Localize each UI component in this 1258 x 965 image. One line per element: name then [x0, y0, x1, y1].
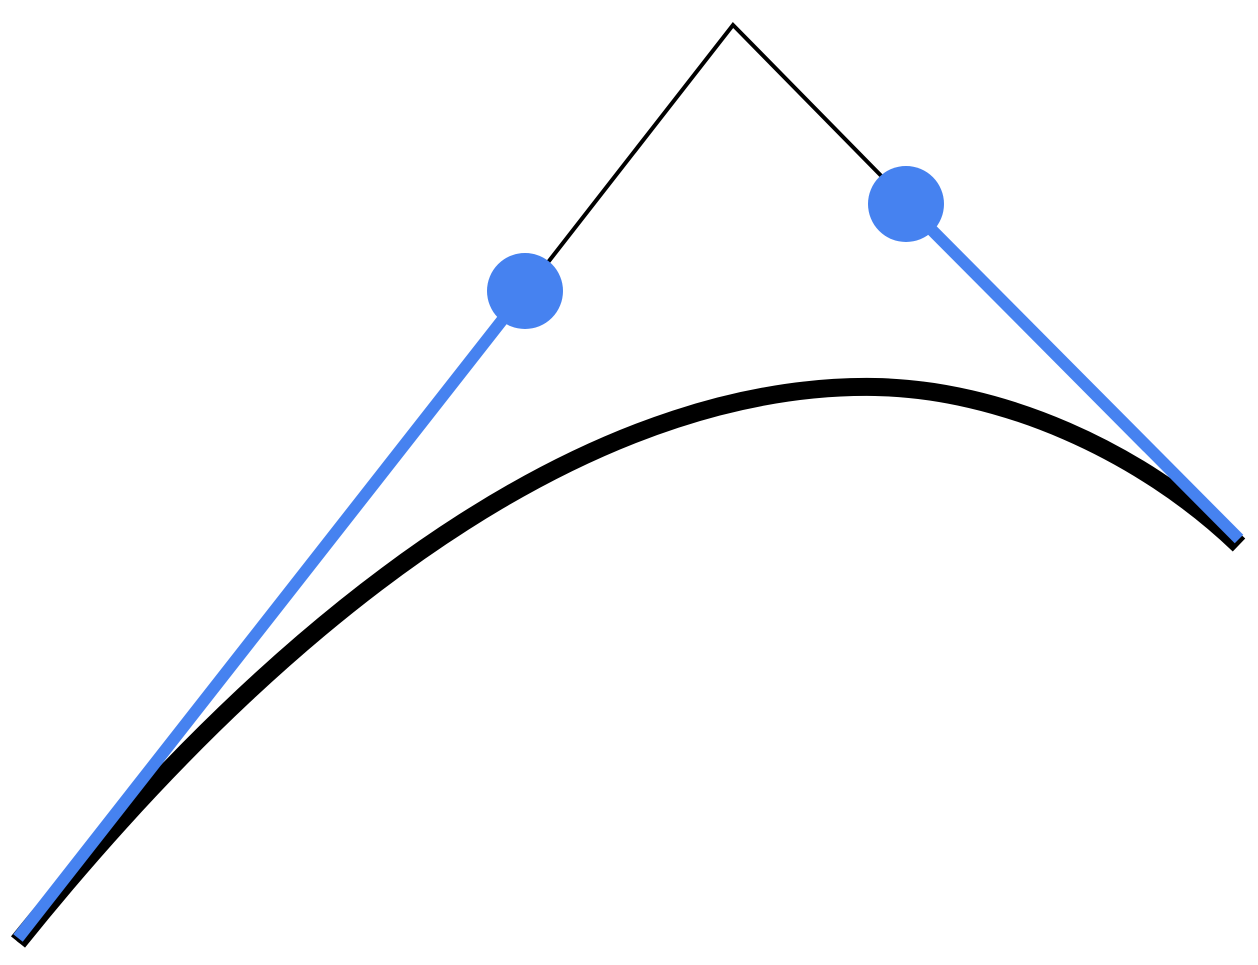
- bezier-curve: [10, 377, 1246, 948]
- right-handle-line: [901, 199, 1244, 544]
- right-control-point[interactable]: [868, 166, 944, 242]
- left-control-point[interactable]: [487, 253, 563, 329]
- left-handle-line: [13, 287, 530, 942]
- control-polygon: [16, 21, 1241, 944]
